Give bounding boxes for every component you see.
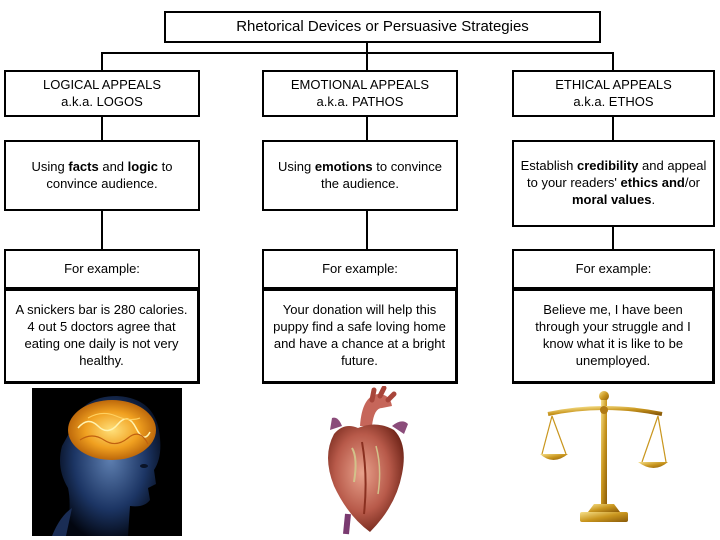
example-label-logos: For example: [4,249,200,289]
connector-title-down [366,42,368,53]
example-text-logos: A snickers bar is 280 calories. 4 out 5 … [4,289,200,384]
connector-branch-logos [101,52,103,72]
connector-branch-pathos [366,52,368,72]
heading-pathos-line1: EMOTIONAL APPEALS [290,76,430,92]
heading-logos-line1: LOGICAL APPEALS [42,76,162,92]
heart-image [328,386,408,535]
definition-ethos: Establish credibility and appeal to your… [512,140,715,227]
connector-branch-ethos [612,52,614,72]
heading-ethos-line2: a.k.a. ETHOS [573,93,654,109]
example-text-ethos: Believe me, I have been through your str… [512,289,715,384]
connector-branch-horizontal [101,52,613,54]
example-label-pathos: For example: [262,249,458,289]
heading-pathos-line2: a.k.a. PATHOS [316,93,404,109]
definition-pathos-text: Using emotions to convince the audience. [277,158,443,191]
brain-head-image [32,388,182,536]
definition-pathos: Using emotions to convince the audience. [262,140,458,211]
diagram-title: Rhetorical Devices or Persuasive Strateg… [164,11,601,43]
definition-logos: Using facts and logic to convince audien… [4,140,200,211]
example-text-pathos: Your donation will help this puppy find … [262,289,458,384]
scales-image [540,391,668,522]
heading-logos-line2: a.k.a. LOGOS [61,93,143,109]
connector-pathos-1 [366,116,368,142]
connector-pathos-2 [366,210,368,251]
connector-ethos-1 [612,116,614,142]
definition-logos-text: Using facts and logic to convince audien… [31,158,173,191]
connector-logos-2 [101,210,103,251]
heading-logos: LOGICAL APPEALS a.k.a. LOGOS [4,70,200,117]
heading-ethos: ETHICAL APPEALS a.k.a. ETHOS [512,70,715,117]
definition-ethos-text: Establish credibility and appeal to your… [520,158,707,207]
example-label-ethos: For example: [512,249,715,289]
heading-pathos: EMOTIONAL APPEALS a.k.a. PATHOS [262,70,458,117]
connector-ethos-2 [612,226,614,251]
heading-ethos-line1: ETHICAL APPEALS [555,76,672,92]
connector-logos-1 [101,116,103,142]
